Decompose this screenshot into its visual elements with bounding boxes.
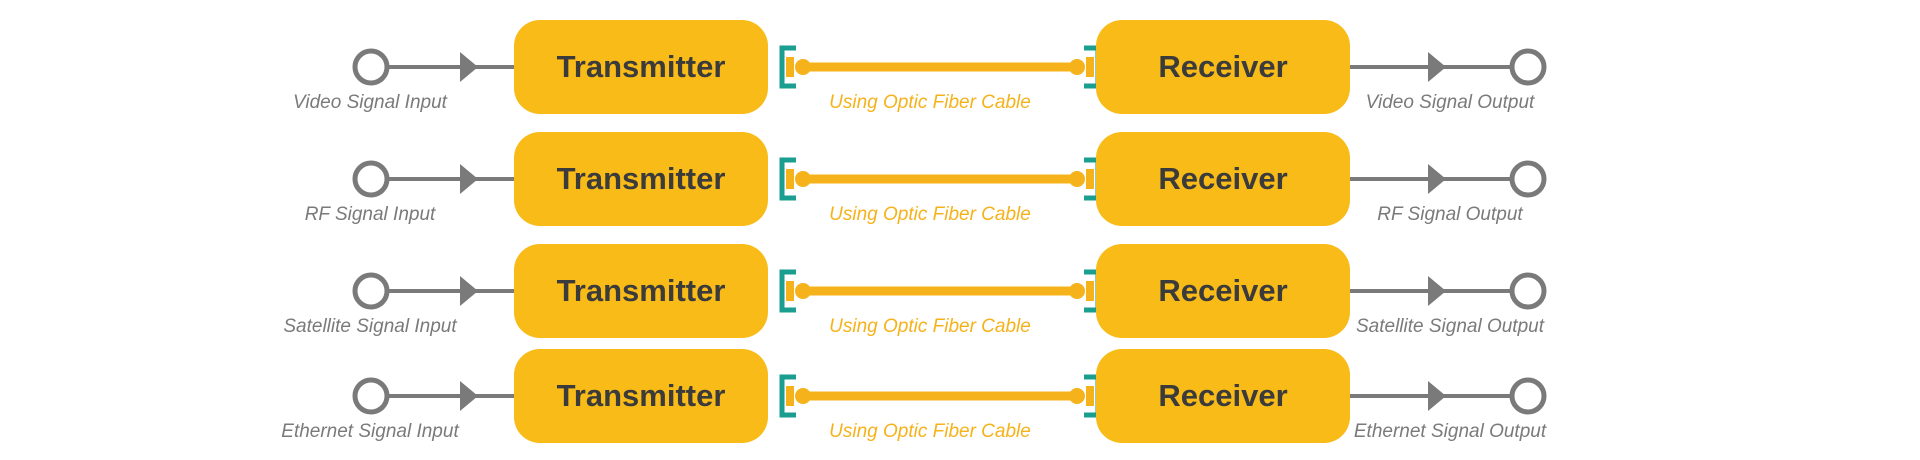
cable-end-left	[795, 59, 811, 75]
cable-end-left	[795, 283, 811, 299]
transmitter-box: Transmitter	[514, 244, 768, 338]
right-plug	[1086, 57, 1094, 77]
signal-row-video: Transmitter Receiver Video Signal Input …	[0, 20, 1920, 120]
input-port-icon	[352, 377, 390, 415]
output-label: Video Signal Output	[1365, 92, 1535, 113]
output-arrow-icon	[1428, 164, 1446, 194]
receiver-box: Receiver	[1096, 132, 1350, 226]
input-port-icon	[352, 160, 390, 198]
input-port-icon	[352, 48, 390, 86]
left-plug	[786, 281, 794, 301]
output-arrow-icon	[1428, 381, 1446, 411]
output-arrow-icon	[1428, 52, 1446, 82]
cable-label: Using Optic Fiber Cable	[829, 316, 1031, 337]
signal-row-satellite: Transmitter Receiver Satellite Signal In…	[0, 244, 1920, 344]
output-port-icon	[1509, 377, 1547, 415]
output-port-icon	[1509, 48, 1547, 86]
output-label: RF Signal Output	[1377, 204, 1523, 225]
right-plug	[1086, 281, 1094, 301]
input-label: Ethernet Signal Input	[281, 421, 459, 442]
row-connectors	[352, 45, 1547, 89]
input-port-icon	[352, 272, 390, 310]
cable-label: Using Optic Fiber Cable	[829, 204, 1031, 225]
left-plug	[786, 169, 794, 189]
input-arrow-icon	[460, 52, 478, 82]
input-label: RF Signal Input	[304, 204, 436, 225]
receiver-box: Receiver	[1096, 20, 1350, 114]
cable-end-left	[795, 171, 811, 187]
receiver-box: Receiver	[1096, 244, 1350, 338]
cable-end-left	[795, 388, 811, 404]
cable-end-right	[1069, 283, 1085, 299]
right-plug	[1086, 386, 1094, 406]
cable-end-right	[1069, 171, 1085, 187]
signal-row-rf: Transmitter Receiver RF Signal Input Usi…	[0, 132, 1920, 232]
input-arrow-icon	[460, 276, 478, 306]
input-arrow-icon	[460, 381, 478, 411]
cable-label: Using Optic Fiber Cable	[829, 421, 1031, 442]
row-connectors	[352, 269, 1547, 313]
transmitter-box: Transmitter	[514, 20, 768, 114]
output-label: Ethernet Signal Output	[1353, 421, 1547, 442]
input-arrow-icon	[460, 164, 478, 194]
left-plug	[786, 386, 794, 406]
transmitter-box: Transmitter	[514, 132, 768, 226]
left-plug	[786, 57, 794, 77]
input-label: Video Signal Input	[293, 92, 447, 113]
output-port-icon	[1509, 272, 1547, 310]
cable-end-right	[1069, 59, 1085, 75]
signal-row-ethernet: Transmitter Receiver Ethernet Signal Inp…	[0, 349, 1920, 449]
transmitter-box: Transmitter	[514, 349, 768, 443]
output-arrow-icon	[1428, 276, 1446, 306]
cable-label: Using Optic Fiber Cable	[829, 92, 1031, 113]
receiver-box: Receiver	[1096, 349, 1350, 443]
left-connector-icon	[779, 45, 796, 89]
output-label: Satellite Signal Output	[1355, 316, 1544, 337]
left-connector-icon	[779, 269, 796, 313]
left-connector-icon	[779, 374, 796, 418]
cable-end-right	[1069, 388, 1085, 404]
row-connectors	[352, 374, 1547, 418]
row-connectors	[352, 157, 1547, 201]
input-label: Satellite Signal Input	[283, 316, 457, 337]
right-plug	[1086, 169, 1094, 189]
left-connector-icon	[779, 157, 796, 201]
output-port-icon	[1509, 160, 1547, 198]
